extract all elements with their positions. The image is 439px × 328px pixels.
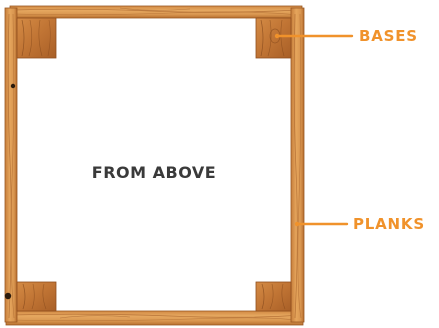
base-bottom-left (16, 281, 57, 312)
planks-label: PLANKS (353, 215, 425, 233)
center-label: FROM ABOVE (92, 163, 216, 182)
base-bottom-right (255, 281, 292, 312)
bases-callout-dot (274, 33, 280, 39)
base-top-right (255, 17, 292, 59)
bases-callout: BASES (274, 27, 418, 45)
bases (16, 17, 292, 312)
planks-callout-dot (294, 221, 300, 227)
planks-callout: PLANKS (294, 215, 425, 233)
bases-label: BASES (359, 27, 418, 45)
left-plank (4, 7, 18, 323)
planks (4, 5, 305, 326)
bottom-plank (5, 310, 304, 326)
screw-head (10, 83, 16, 89)
top-plank (9, 5, 303, 19)
base-top-left (16, 17, 57, 59)
right-plank (290, 7, 305, 323)
screw-head (4, 292, 12, 300)
